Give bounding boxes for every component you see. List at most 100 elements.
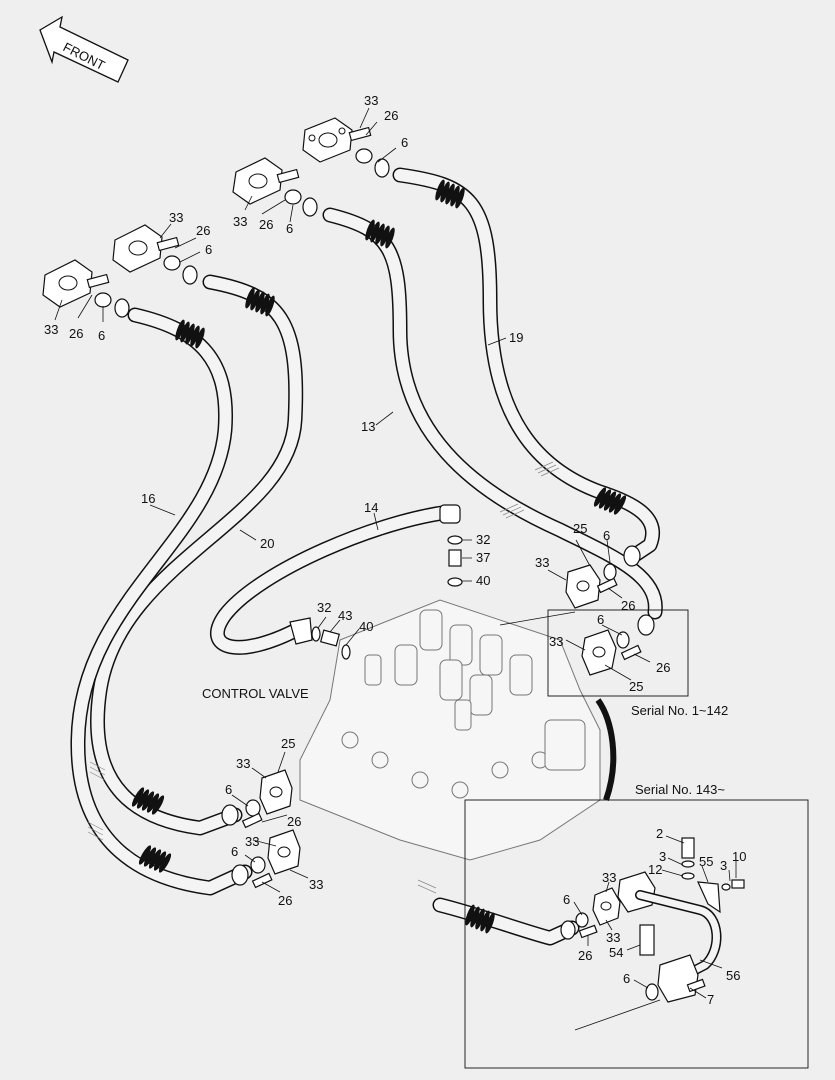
callout: 33 [44,322,58,337]
spring-coil [260,293,270,315]
callout: 43 [338,608,352,623]
spring-coil [375,223,385,245]
hose-20 [90,274,304,836]
spring-guards [131,179,627,934]
control-valve-body [299,599,617,861]
spring-coil [380,225,390,247]
callout: 6 [623,971,630,986]
spring-coil [148,849,162,869]
spring-coil [475,908,485,930]
callout: 25 [281,736,295,751]
spring-coil [146,793,160,813]
spring-coil [153,851,167,871]
callout: 54 [609,945,623,960]
callout: 33 [236,756,250,771]
spring-coil [143,847,157,867]
serial-2-caption: Serial No. 143~ [635,782,725,797]
callout: 6 [98,328,105,343]
callout: 16 [141,491,155,506]
callout: 33 [549,634,563,649]
spring-coil [480,910,490,932]
callout: 3 [720,858,727,873]
callout: 25 [573,521,587,536]
callout: 26 [259,217,273,232]
control-valve-caption: CONTROL VALVE [202,686,309,701]
spring-coil [465,904,475,926]
spring-coil [440,181,450,203]
spring-coil [136,789,150,809]
spring-coil [180,321,190,343]
flange-33-c [112,224,163,273]
right-fittings [565,545,655,676]
callout: 6 [286,221,293,236]
hose-14 [210,504,461,655]
callout: 33 [364,93,378,108]
serial-1-caption: Serial No. 1~142 [631,703,728,718]
callout-labels: 33 26 6 33 26 6 33 26 6 33 26 6 19 13 16… [44,93,746,1007]
callout: 32 [476,532,490,547]
spring-coil [138,845,152,865]
callout: 19 [509,330,523,345]
spring-coil [131,787,145,807]
flange-33-a [302,117,353,163]
callout: 6 [225,782,232,797]
spring-coil [435,179,445,201]
spring-coil [190,325,200,347]
serial-143-parts [560,837,745,1003]
callout: 56 [726,968,740,983]
spring-coil [608,493,622,513]
callout: 33 [245,834,259,849]
callout: 26 [287,814,301,829]
callout: 33 [233,214,247,229]
callout: 3 [659,849,666,864]
callout: 6 [205,242,212,257]
callout: 37 [476,550,490,565]
serial-2-box [464,799,809,1069]
bolts-orings-top [86,126,390,318]
spring-coil [603,491,617,511]
callout: 32 [317,600,331,615]
callout: 26 [278,893,292,908]
spring-coil [185,323,195,345]
callout: 25 [629,679,643,694]
hose-13 [322,207,663,620]
callout: 33 [606,930,620,945]
spring-coil [470,906,480,928]
callout: 26 [621,598,635,613]
callout: 7 [707,992,714,1007]
callout: 26 [578,948,592,963]
spring-coil [195,327,205,349]
callout: 2 [656,826,663,841]
callout: 40 [476,573,490,588]
spring-coil [598,489,612,509]
spring-coil [445,183,455,205]
callout: 6 [231,844,238,859]
hose-19 [392,167,660,563]
callout: 33 [602,870,616,885]
lower-left-fittings [221,769,301,889]
hatch-marks [87,461,560,894]
spring-coil [365,219,375,241]
spring-coil [255,291,265,313]
callout: 33 [309,877,323,892]
callout: 26 [384,108,398,123]
flange-33-d [42,259,93,308]
spring-coil [613,495,627,515]
fittings-center [289,535,463,660]
spring-coil [485,912,495,934]
spring-coil [370,221,380,243]
callout: 14 [364,500,378,515]
spring-coil [250,289,260,311]
spring-coil [158,853,172,873]
callout: 10 [732,849,746,864]
spring-coil [265,295,275,317]
callout: 6 [563,892,570,907]
spring-coil [455,187,465,209]
serial-1-box [547,609,689,697]
spring-coil [450,185,460,207]
callout: 26 [656,660,670,675]
callout: 26 [196,223,210,238]
spring-coil [151,795,165,815]
callout: 55 [699,854,713,869]
